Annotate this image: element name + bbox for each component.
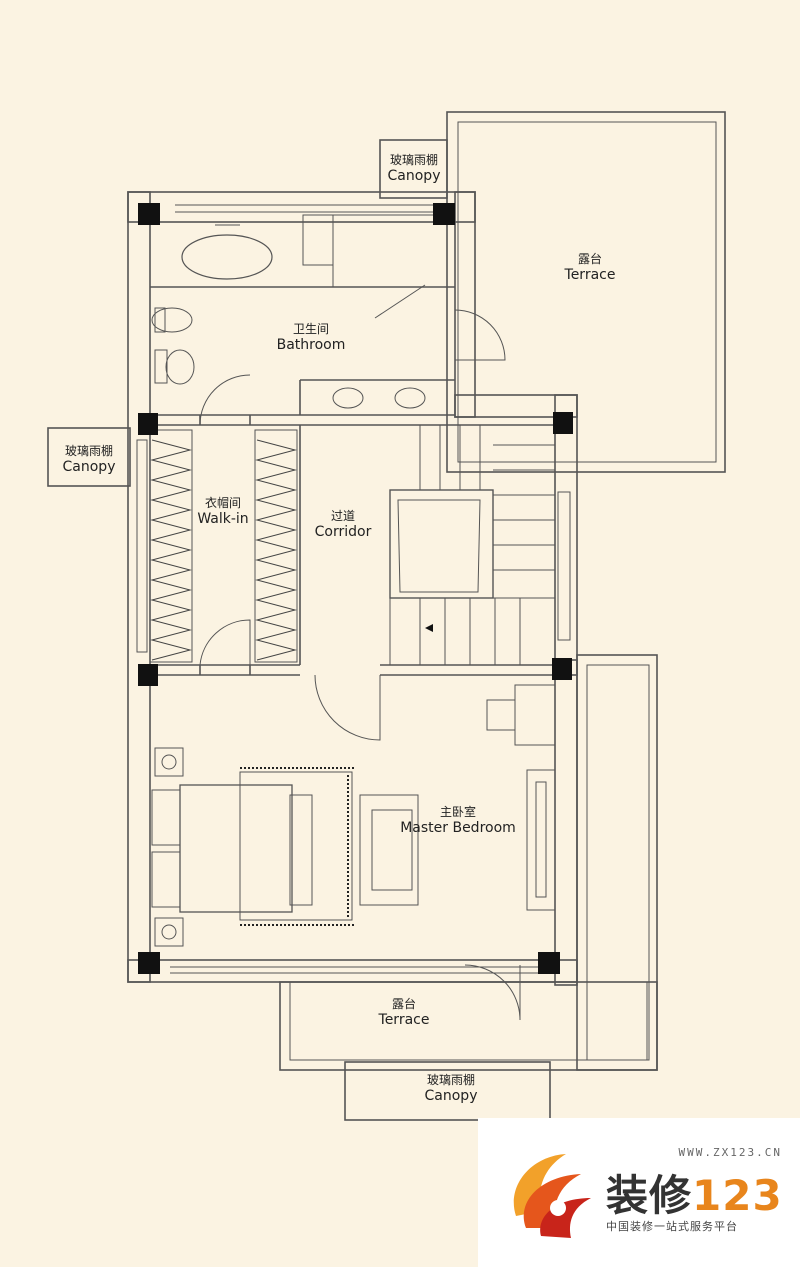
watermark-url: WWW.ZX123.CN bbox=[678, 1146, 782, 1159]
canopy-left-outline bbox=[47, 427, 131, 487]
walkin-zh: 衣帽间 bbox=[204, 496, 241, 510]
watermark-brand-text: 装修 bbox=[606, 1171, 693, 1220]
terrace-bottom-outline bbox=[279, 981, 658, 1071]
canopy-bottom-label: 玻璃雨棚 Canopy bbox=[421, 1073, 481, 1105]
watermark-brand-number: 123 bbox=[692, 1171, 783, 1220]
watermark-brand: 装修123 bbox=[606, 1162, 783, 1223]
canopy-top-outline bbox=[379, 139, 448, 199]
watermark: WWW.ZX123.CN 装修123 中国装修一站式服务平台 bbox=[478, 1118, 800, 1267]
terrace-top-outline bbox=[446, 111, 726, 473]
terrace-bottom-label: 露台 Terrace bbox=[378, 997, 430, 1028]
terrace-bottom-zh: 露台 bbox=[391, 997, 417, 1011]
canopy-left-en: Canopy bbox=[62, 458, 116, 475]
master-bedroom-en: Master Bedroom bbox=[400, 819, 516, 836]
canopy-left-label: 玻璃雨棚 Canopy bbox=[62, 444, 116, 475]
brand-logo-icon bbox=[513, 1154, 591, 1238]
bathroom-en: Bathroom bbox=[276, 336, 346, 353]
canopy-bottom-en: Canopy bbox=[424, 1087, 478, 1104]
canopy-top-en: Canopy bbox=[387, 167, 441, 184]
canopy-bottom-zh: 玻璃雨棚 bbox=[426, 1073, 475, 1087]
corridor-zh: 过道 bbox=[330, 509, 355, 523]
bathroom-label: 卫生间 Bathroom bbox=[276, 322, 346, 353]
canopy-top-label: 玻璃雨棚 Canopy bbox=[384, 153, 444, 185]
bathroom-zh: 卫生间 bbox=[292, 322, 330, 336]
canopy-left-zh: 玻璃雨棚 bbox=[64, 444, 113, 458]
terrace-top-en: Terrace bbox=[564, 266, 616, 283]
walkin-en: Walk-in bbox=[197, 510, 249, 527]
corridor-en: Corridor bbox=[314, 523, 372, 540]
terrace-top-zh: 露台 bbox=[577, 252, 603, 266]
canopy-top-zh: 玻璃雨棚 bbox=[389, 153, 438, 167]
master-bedroom-zh: 主卧室 bbox=[439, 805, 476, 819]
watermark-slogan: 中国装修一站式服务平台 bbox=[606, 1220, 738, 1233]
terrace-bottom-en: Terrace bbox=[378, 1011, 430, 1028]
main-outline bbox=[127, 191, 476, 223]
canopy-bottom-outline bbox=[344, 1061, 551, 1121]
terrace-top-label: 露台 Terrace bbox=[564, 252, 616, 283]
corridor-label: 过道 Corridor bbox=[314, 509, 372, 540]
bed bbox=[179, 784, 293, 913]
walkin-label: 衣帽间 Walk-in bbox=[197, 496, 249, 527]
master-bedroom-label: 主卧室 Master Bedroom bbox=[400, 805, 516, 836]
